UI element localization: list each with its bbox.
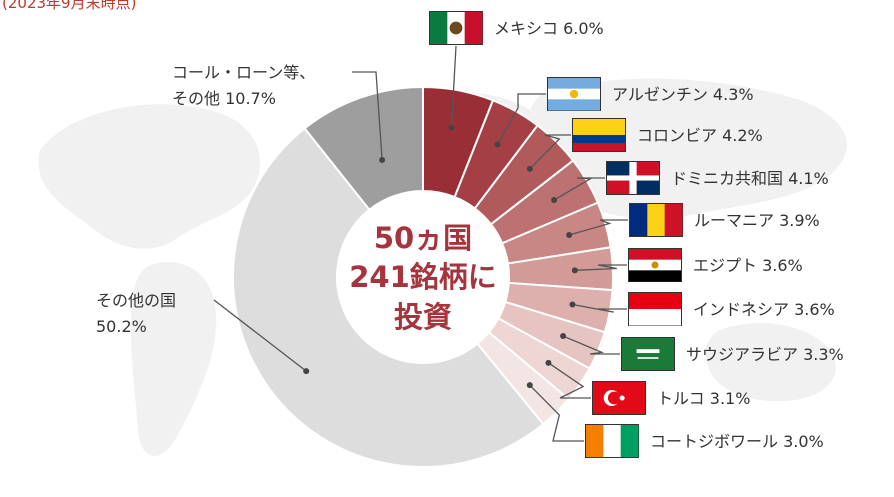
header-note: (2023年9月末時点) (2, 0, 137, 12)
leader-line (574, 264, 627, 271)
country-labels: メキシコ 6.0% アルゼンチン 4.3% コロンビア 4.2% ドミニカ共和国 4.… (96, 11, 844, 458)
colombia-flag (572, 118, 626, 152)
center-text-line2: 241銘柄に (349, 260, 497, 294)
donut-slices (232, 85, 614, 468)
cote-divoire-flag (585, 424, 639, 458)
country-label: トルコ 3.1% (657, 389, 750, 408)
call-loan-label: コール・ローン等、 (172, 63, 315, 82)
country-label: ドミニカ共和国 4.1% (671, 169, 829, 188)
dominican-republic-flag (606, 161, 660, 195)
leader-line (213, 299, 307, 372)
leader-line (450, 45, 457, 128)
map-landmass (130, 261, 217, 457)
other-countries-value: 50.2% (96, 317, 147, 336)
leader-line (529, 384, 584, 442)
country-label: コロンビア 4.2% (637, 126, 763, 145)
leader-dot (569, 301, 576, 308)
indonesia-flag (628, 292, 682, 326)
center-label: 50ヵ国 241銘柄に 投資 (337, 191, 509, 363)
country-label: アルゼンチン 4.3% (612, 85, 754, 104)
leader-line (548, 362, 591, 399)
call-loan-value: その他 10.7% (172, 89, 276, 108)
leader-dot (551, 197, 558, 204)
leader-line (553, 177, 605, 201)
other-countries-label: その他の国 (96, 291, 176, 310)
leader-dot (571, 267, 578, 274)
country-label: ルーマニア 3.9% (694, 211, 820, 230)
leader-dot (448, 124, 455, 131)
leader-dot (379, 156, 386, 163)
country-label: メキシコ 6.0% (494, 19, 604, 38)
leader-line (352, 71, 383, 160)
romania-flag (629, 203, 683, 237)
leader-dot (303, 368, 310, 375)
leader-dot (494, 141, 501, 148)
leader-dot (560, 333, 567, 340)
leader-line (529, 134, 571, 170)
egypt-flag (628, 248, 682, 282)
leader-lines (213, 45, 628, 442)
leader-dot (526, 165, 533, 172)
turkey-flag (592, 381, 646, 415)
saudi-arabia-flag (621, 337, 675, 371)
leader-dot (526, 382, 533, 389)
leader-dot (566, 232, 573, 239)
country-label: インドネシア 3.6% (693, 300, 835, 319)
leader-dot (545, 359, 552, 366)
map-landmass (705, 322, 836, 402)
country-label: エジプト 3.6% (693, 256, 803, 275)
center-text-line1: 50ヵ国 (374, 221, 472, 255)
map-landmass (38, 104, 260, 249)
center-text-line3: 投資 (394, 300, 452, 334)
country-label: サウジアラビア 3.3% (686, 345, 844, 364)
leader-line (568, 219, 628, 236)
leader-line (562, 335, 620, 355)
center-disc (337, 191, 509, 363)
mexico-flag (429, 11, 483, 45)
country-label: コートジボワール 3.0% (650, 432, 824, 451)
argentina-flag (547, 77, 601, 111)
leader-line (572, 303, 627, 313)
leader-line (496, 93, 546, 145)
